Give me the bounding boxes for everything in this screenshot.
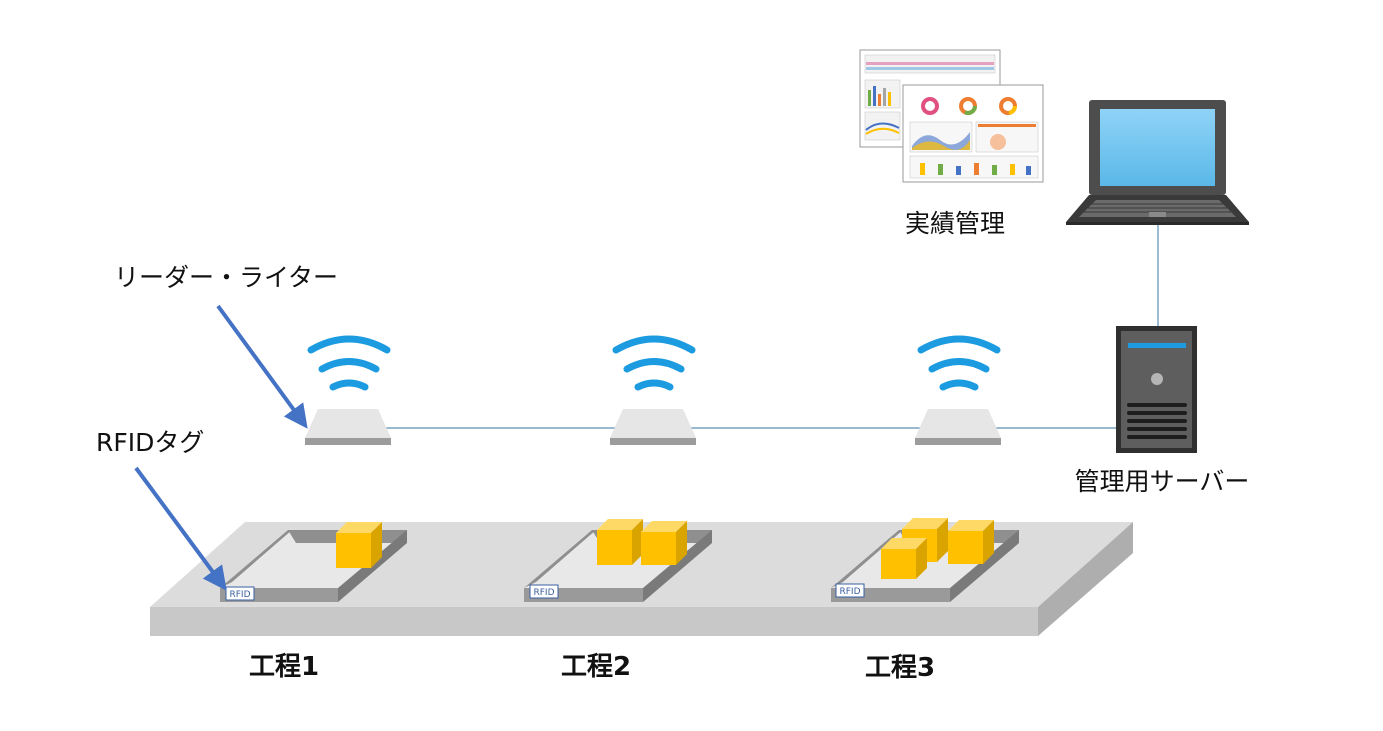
performance-management-label: 実績管理	[905, 209, 1005, 238]
workpiece-box	[948, 520, 994, 564]
wifi-icon	[917, 335, 1001, 391]
reader-writer-1	[305, 409, 391, 445]
rfid-tag-2	[529, 584, 559, 599]
workpiece-box	[641, 521, 687, 565]
network-lines	[348, 222, 1159, 429]
rfid-tag-label-1: RFID	[229, 590, 250, 600]
management-server-label: 管理用サーバー	[1075, 467, 1250, 496]
reader-writer-pointer-arrow	[216, 304, 308, 429]
workpiece-box	[336, 522, 382, 568]
wifi-icon	[612, 335, 696, 391]
rfid-tag-1	[225, 586, 255, 601]
rfid-tag-3	[835, 583, 865, 598]
station-name-1: 工程1	[249, 652, 319, 682]
reader-writer-label: リーダー・ライター	[114, 263, 338, 292]
reader-writer-3	[915, 409, 1001, 445]
server-icon	[1116, 326, 1197, 453]
rfid-tag-label-2: RFID	[533, 588, 554, 598]
laptop-icon	[1066, 100, 1249, 225]
report-document-front	[902, 84, 1044, 183]
workpiece-box	[597, 519, 643, 565]
station-name-2: 工程2	[561, 652, 631, 682]
workpiece-boxes	[336, 518, 994, 579]
rfid-tag-label-3: RFID	[839, 587, 860, 597]
station-name-3: 工程3	[865, 653, 935, 683]
rfid-tag-pointer-arrow	[134, 466, 227, 591]
rfid-tag-label: RFIDタグ	[96, 428, 204, 457]
workpiece-box	[881, 538, 927, 579]
reader-writer-2	[610, 409, 696, 445]
wifi-icon	[307, 335, 391, 391]
